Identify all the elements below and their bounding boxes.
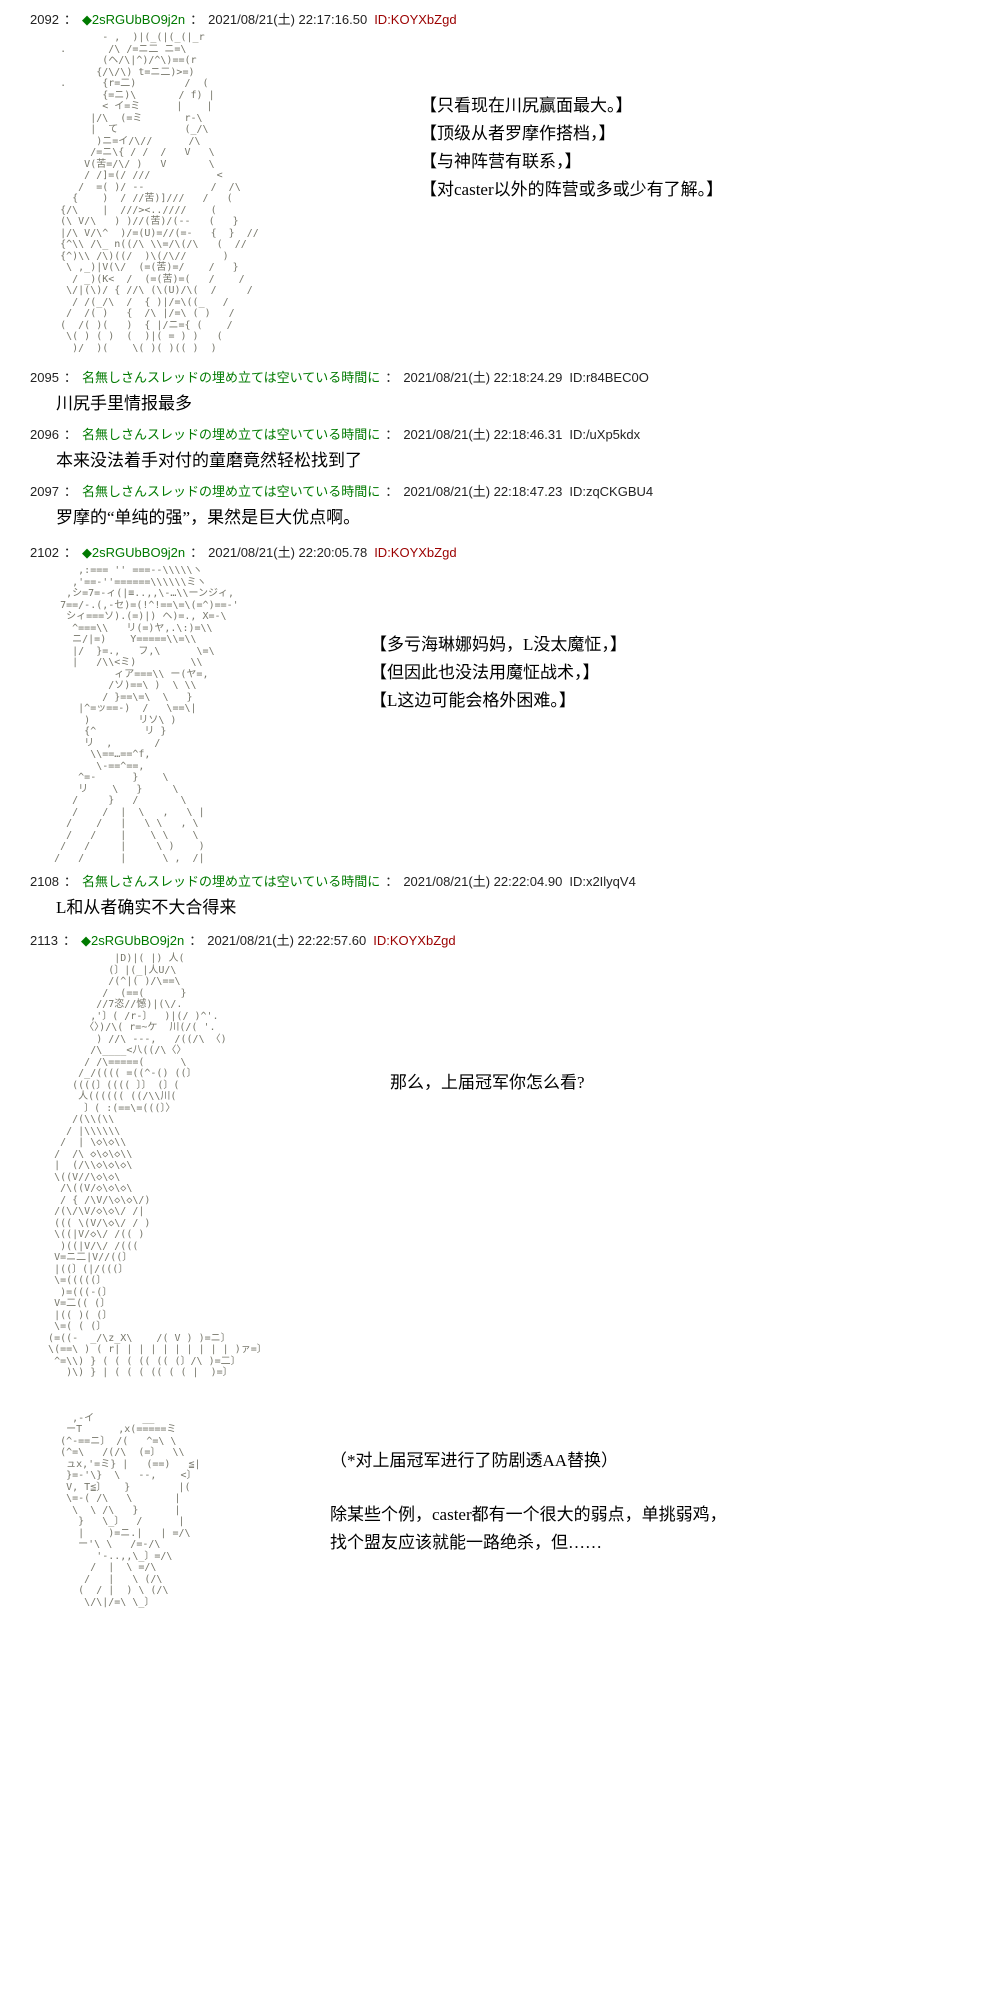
post-2102: 2102 ： ◆2sRGUbBO9j2n ： 2021/08/21(土) 22:20:0…	[30, 545, 1000, 864]
post-number[interactable]: 2096	[30, 427, 59, 442]
post-header: 2092 ： ◆2sRGUbBO9j2n ： 2021/08/21(土) 22:17:1…	[30, 12, 1000, 28]
post-id: ID:KOYXbZgd	[374, 545, 457, 560]
post-date: 2021/08/21(土) 22:20:05.78	[208, 545, 368, 560]
post-2095: 2095 ： 名無しさんスレッドの埋め立ては空いている時間に ： 2021/08/21(…	[30, 370, 1000, 415]
dialogue-text: 【只看现在川尻赢面最大。】 【顶级从者罗摩作搭档，】 【与神阵营有联系，】 【对…	[420, 96, 724, 199]
post-number[interactable]: 2102	[30, 545, 59, 560]
post-date: 2021/08/21(土) 22:18:46.31	[403, 427, 563, 442]
separator: ：	[385, 370, 399, 385]
separator: ：	[63, 427, 77, 442]
post-text: 罗摩的“单纯的强”，果然是巨大优点啊。	[56, 508, 361, 527]
separator: ：	[63, 545, 77, 560]
separator: ：	[385, 874, 399, 889]
separator: ：	[63, 484, 77, 499]
post-date: 2021/08/21(土) 22:22:04.90	[403, 874, 563, 889]
post-text: 川尻手里情报最多	[56, 394, 192, 413]
ascii-art: |D)|( |) 人( (〕|(_|人U/\ /(^|( )/\==\ / (=…	[48, 953, 267, 1378]
post-content-row: |D)|( |) 人( (〕|(_|人U/\ /(^|( )/\==\ / (=…	[30, 949, 1000, 1379]
side-text-column: （*对上届冠军进行了防剧透AA替换） 除某些个例，caster都有一个很大的弱点…	[330, 1409, 727, 1557]
poster-name: 名無しさんスレッドの埋め立ては空いている時間に	[81, 370, 381, 385]
post-number[interactable]: 2097	[30, 484, 59, 499]
poster-name: 名無しさんスレッドの埋め立ては空いている時間に	[81, 427, 381, 442]
post-content-row: ,:=== '' ===--\\\\\ヽ ,'==-''======\\\\\\…	[30, 561, 1000, 864]
post-date: 2021/08/21(土) 22:17:16.50	[208, 12, 368, 27]
post-number[interactable]: 2108	[30, 874, 59, 889]
separator: ：	[385, 484, 399, 499]
post-2096: 2096 ： 名無しさんスレッドの埋め立ては空いている時間に ： 2021/08/21(…	[30, 427, 1000, 472]
post-header: 2095 ： 名無しさんスレッドの埋め立ては空いている時間に ： 2021/08/21(…	[30, 370, 1000, 386]
dialogue-text: 那么，上届冠军你怎么看?	[390, 1073, 585, 1092]
post-number[interactable]: 2113	[30, 933, 58, 948]
ascii-art: ,:=== '' ===--\\\\\ヽ ,'==-''======\\\\\\…	[54, 565, 239, 864]
dialogue-text: 【多亏海琳娜妈妈，L没太魔怔，】 【但因此也没法用魔怔战术，】 【L这边可能会格…	[370, 635, 627, 710]
post-id: ID:r84BEC0O	[569, 370, 649, 385]
paragraph-text: 除某些个例，caster都有一个很大的弱点，单挑弱鸡， 找个盟友应该就能一路绝杀…	[330, 1504, 727, 1552]
post-header: 2113 ： ◆2sRGUbBO9j2n ： 2021/08/21(土) 22:22:5…	[30, 933, 1000, 949]
post-2113: 2113 ： ◆2sRGUbBO9j2n ： 2021/08/21(土) 22:22:5…	[30, 933, 1000, 1608]
separator: ：	[63, 874, 77, 889]
separator: ：	[62, 933, 76, 948]
note-text: （*对上届冠军进行了防剧透AA替换）	[330, 1450, 619, 1470]
poster-name: 名無しさんスレッドの埋め立ては空いている時間に	[81, 874, 381, 889]
post-date: 2021/08/21(土) 22:22:57.60	[207, 933, 367, 948]
post-content-row: ,-イ __ ーT ,x(=====ミ (^-==ニ〕 /( ^=\ \ (^=…	[30, 1409, 1000, 1609]
post-id: ID:KOYXbZgd	[374, 12, 457, 27]
post-text: 本来没法着手对付的童磨竟然轻松找到了	[56, 451, 362, 470]
post-date: 2021/08/21(土) 22:18:47.23	[403, 484, 563, 499]
separator: ：	[189, 933, 203, 948]
separator: ：	[190, 545, 204, 560]
post-number[interactable]: 2092	[30, 12, 59, 27]
separator: ：	[63, 370, 77, 385]
poster-name: ◆2sRGUbBO9j2n	[81, 545, 186, 560]
ascii-art: ,-イ __ ーT ,x(=====ミ (^-==ニ〕 /( ^=\ \ (^=…	[60, 1412, 201, 1608]
post-id: ID:/uXp5kdx	[569, 427, 641, 442]
poster-name: ◆2sRGUbBO9j2n	[80, 933, 185, 948]
ascii-art: - , )|(_(|(_(|_r . /\ /=ニ二 ニ=\ (ヘ/\|^)/^…	[60, 32, 259, 354]
post-id: ID:x2IlyqV4	[569, 874, 636, 889]
post-header: 2096 ： 名無しさんスレッドの埋め立ては空いている時間に ： 2021/08/21(…	[30, 427, 1000, 443]
post-2092: 2092 ： ◆2sRGUbBO9j2n ： 2021/08/21(土) 22:17:1…	[30, 0, 1000, 354]
post-number[interactable]: 2095	[30, 370, 59, 385]
separator: ：	[63, 12, 77, 27]
poster-name: ◆2sRGUbBO9j2n	[81, 12, 186, 27]
post-text: L和从者确实不大合得来	[56, 898, 237, 917]
post-id: ID:KOYXbZgd	[373, 933, 456, 948]
separator: ：	[190, 12, 204, 27]
post-header: 2102 ： ◆2sRGUbBO9j2n ： 2021/08/21(土) 22:20:0…	[30, 545, 1000, 561]
post-header: 2108 ： 名無しさんスレッドの埋め立ては空いている時間に ： 2021/08/21(…	[30, 874, 1000, 890]
post-date: 2021/08/21(土) 22:18:24.29	[403, 370, 563, 385]
poster-name: 名無しさんスレッドの埋め立ては空いている時間に	[81, 484, 381, 499]
post-header: 2097 ： 名無しさんスレッドの埋め立ては空いている時間に ： 2021/08/21(…	[30, 484, 1000, 500]
separator: ：	[385, 427, 399, 442]
post-2097: 2097 ： 名無しさんスレッドの埋め立ては空いている時間に ： 2021/08/21(…	[30, 484, 1000, 529]
post-content-row: - , )|(_(|(_(|_r . /\ /=ニ二 ニ=\ (ヘ/\|^)/^…	[30, 28, 1000, 354]
post-id: ID:zqCKGBU4	[569, 484, 654, 499]
post-2108: 2108 ： 名無しさんスレッドの埋め立ては空いている時間に ： 2021/08/21(…	[30, 874, 1000, 919]
